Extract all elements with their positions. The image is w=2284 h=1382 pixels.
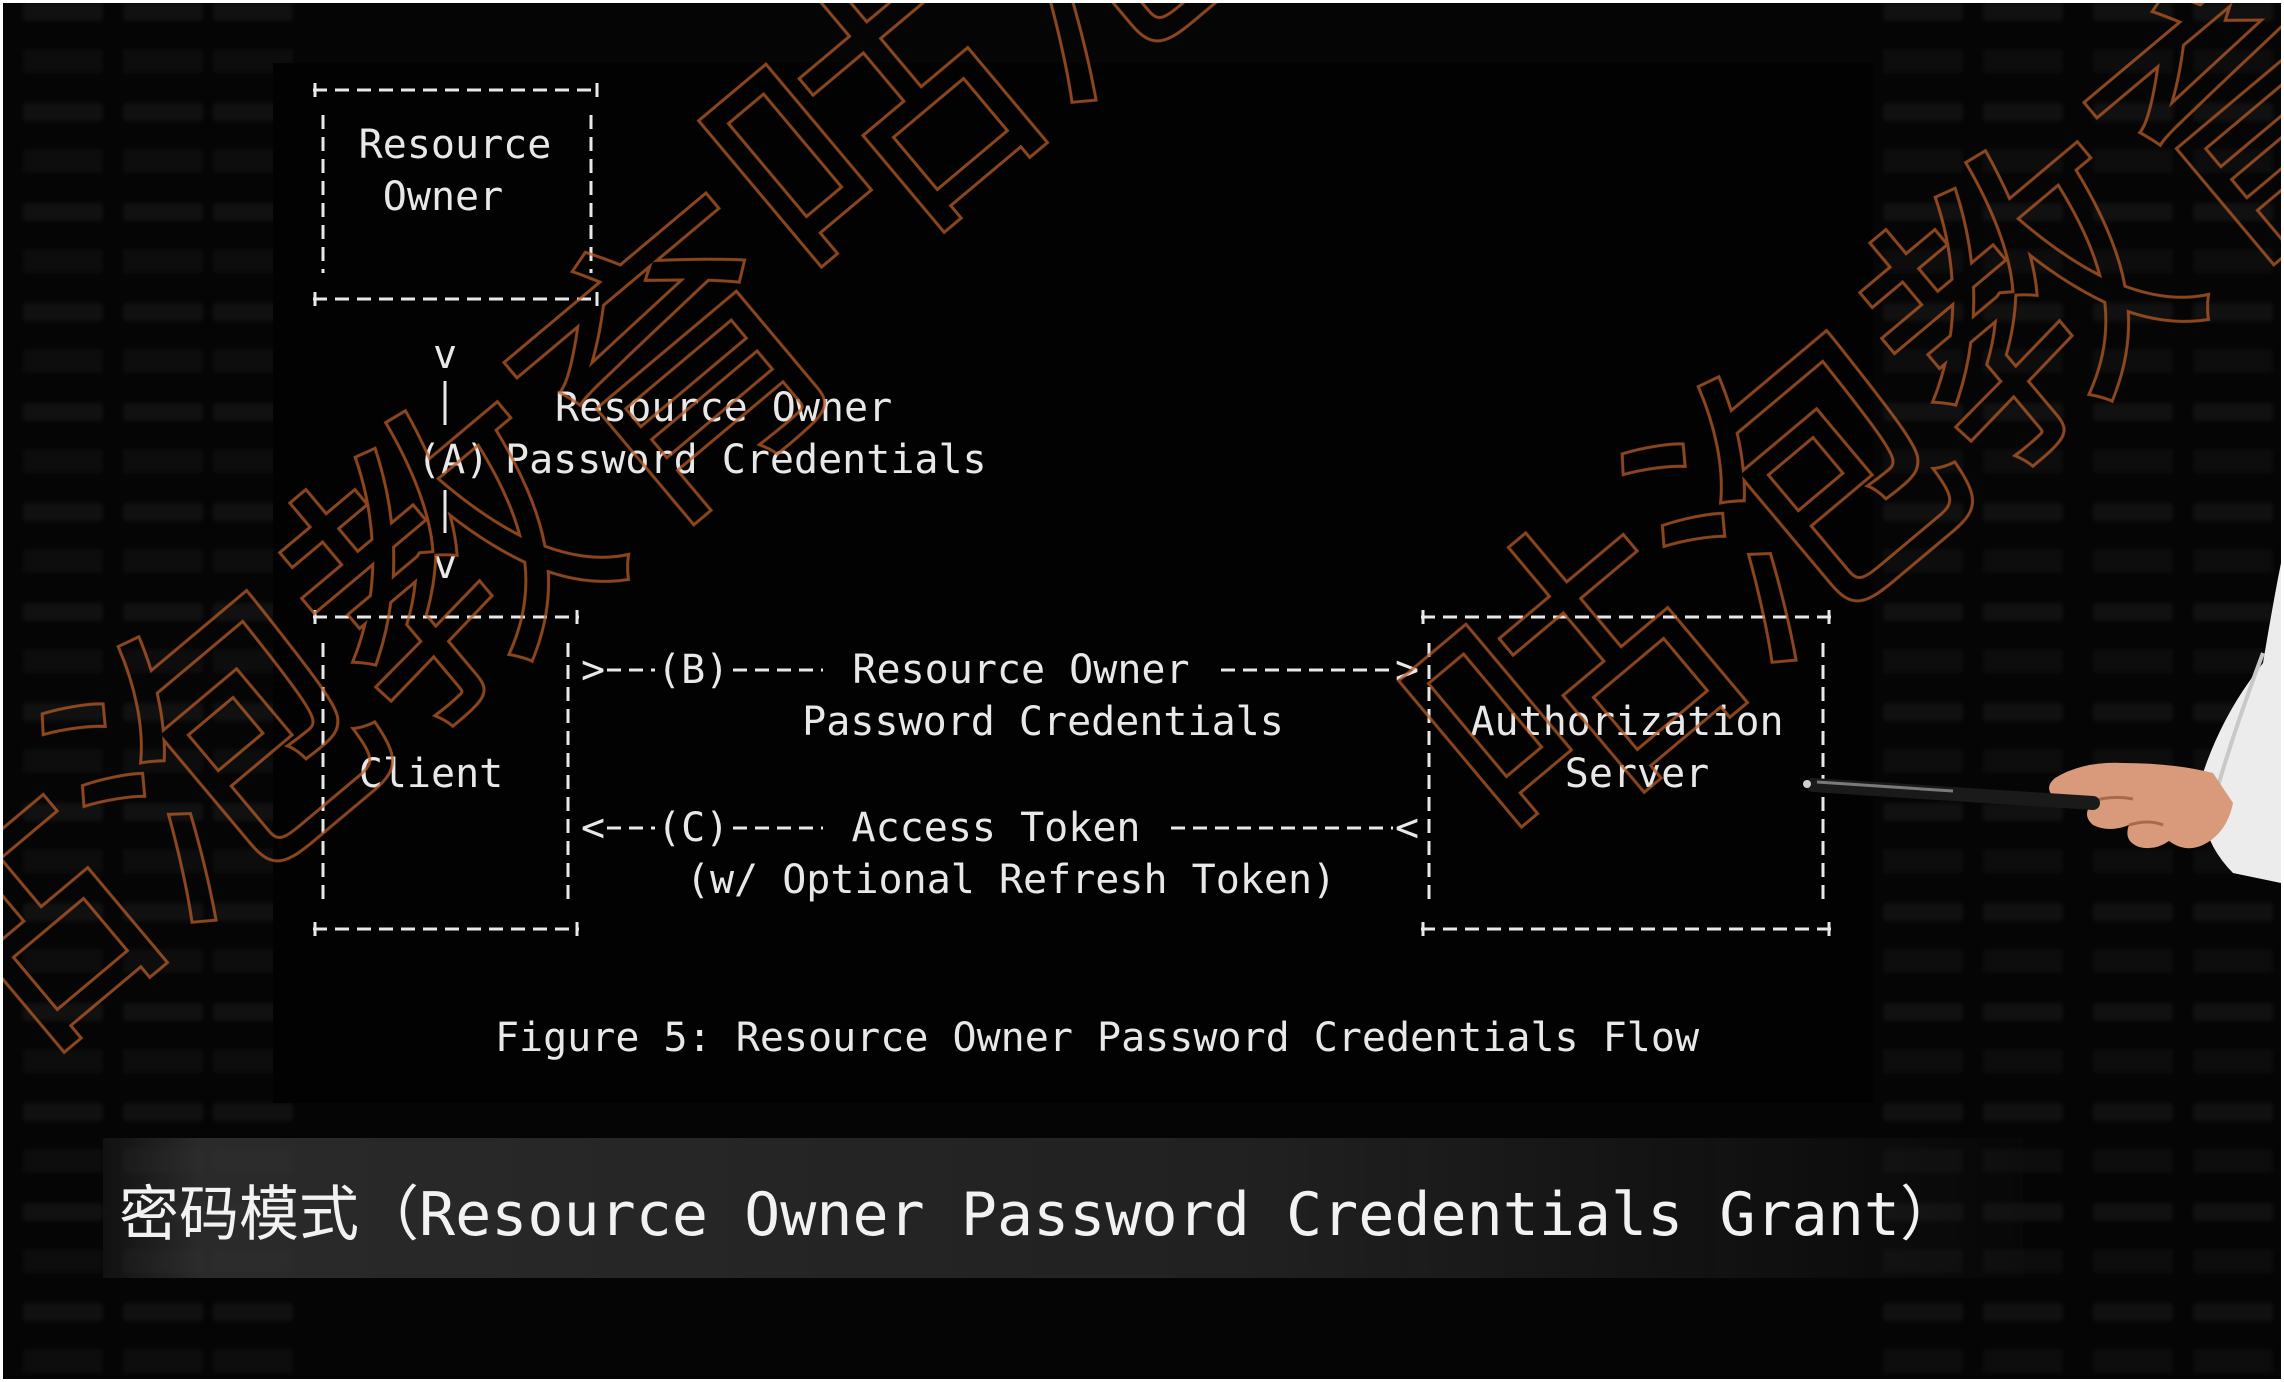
flow-b-end-glyph: > xyxy=(1395,647,1419,693)
resource-owner-label-line1: Resource xyxy=(359,122,552,168)
step-a-text-line1: Resource Owner xyxy=(555,385,892,431)
step-c-text-line1: Access Token xyxy=(852,805,1141,851)
step-c-text-line2: (w/ Optional Refresh Token) xyxy=(686,857,1336,903)
arrow-down-bottom-glyph: v xyxy=(433,542,457,588)
authorization-server-label-line2: Server xyxy=(1565,751,1710,797)
step-a-label: (A) xyxy=(417,437,489,483)
presenter-hand-with-pointer xyxy=(1803,563,2281,883)
step-b-text-line2: Password Credentials xyxy=(802,699,1284,745)
client-box: Client xyxy=(313,610,579,936)
flow-b: > (B) Resource Owner > Password Credenti… xyxy=(581,647,1419,745)
subtitle-bar: 密码模式（Resource Owner Password Credentials… xyxy=(103,1138,2023,1278)
step-b-text-line1: Resource Owner xyxy=(852,647,1189,693)
flow-c-start-glyph: < xyxy=(581,805,605,851)
video-frame: Resource Owner v v (A) Resource Owner Pa… xyxy=(3,3,2281,1379)
authorization-server-box: Authorization Server xyxy=(1421,610,1831,936)
flow-b-start-glyph: > xyxy=(581,647,605,693)
background-texture-left-1 xyxy=(23,3,103,1379)
figure-caption: Figure 5: Resource Owner Password Creden… xyxy=(495,1015,1700,1061)
step-b-label: (B) xyxy=(657,647,729,693)
oauth-flow-diagram: Resource Owner v v (A) Resource Owner Pa… xyxy=(3,3,2281,1179)
flow-c-end-glyph: < xyxy=(1395,805,1419,851)
flow-a: v v (A) Resource Owner Password Credenti… xyxy=(417,332,987,588)
step-a-text-line2: Password Credentials xyxy=(505,437,987,483)
resource-owner-box: Resource Owner xyxy=(313,83,599,306)
background-texture-right-3 xyxy=(2093,3,2173,1379)
resource-owner-label-line2: Owner xyxy=(383,174,503,220)
step-c-label: (C) xyxy=(657,805,729,851)
client-label: Client xyxy=(359,751,504,797)
flow-c: < (C) Access Token < (w/ Optional Refres… xyxy=(581,805,1419,903)
authorization-server-label-line1: Authorization xyxy=(1470,699,1783,745)
arrow-down-top-glyph: v xyxy=(433,332,457,378)
subtitle-text: 密码模式（Resource Owner Password Credentials… xyxy=(119,1180,1961,1250)
